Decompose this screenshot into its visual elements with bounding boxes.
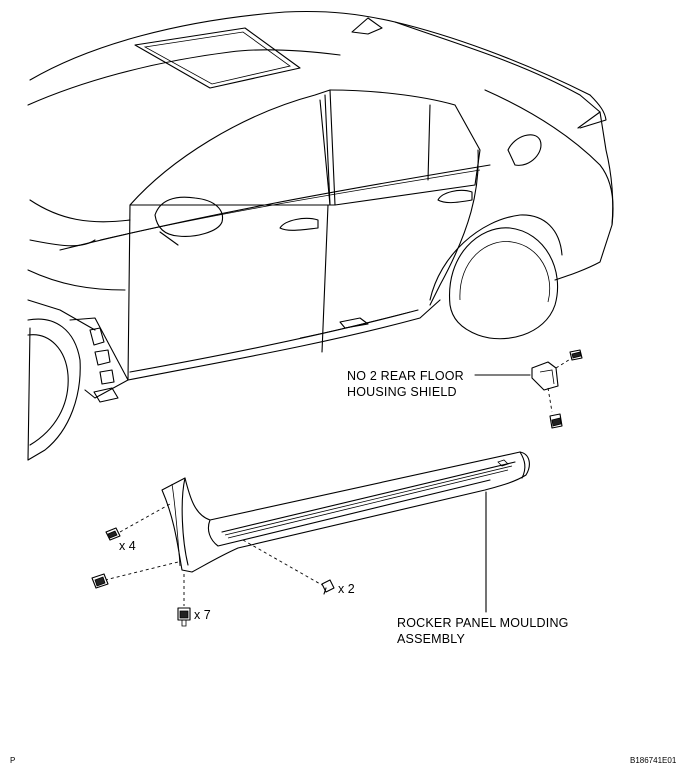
upper-clip bbox=[105, 503, 171, 541]
lower-clip-quantity: x 7 bbox=[194, 608, 211, 622]
bottom-clip bbox=[177, 574, 191, 627]
moulding-label-line1: ROCKER PANEL MOULDING bbox=[397, 616, 569, 630]
screw bbox=[242, 539, 335, 595]
lower-clip bbox=[91, 561, 179, 589]
rear-floor-housing-shield bbox=[531, 357, 573, 413]
upper-clip-quantity: x 4 bbox=[119, 539, 136, 553]
shield-label: NO 2 REAR FLOOR HOUSING SHIELD bbox=[347, 368, 464, 400]
vehicle-outline bbox=[27, 10, 614, 461]
rocker-panel-moulding bbox=[161, 451, 530, 573]
shield-label-line2: HOUSING SHIELD bbox=[347, 385, 457, 399]
moulding-label: ROCKER PANEL MOULDING ASSEMBLY bbox=[397, 615, 569, 647]
footer-left-code: P bbox=[10, 756, 16, 765]
screw-quantity: x 2 bbox=[338, 582, 355, 596]
moulding-label-line2: ASSEMBLY bbox=[397, 632, 466, 646]
figure-id: B186741E01 bbox=[630, 756, 677, 765]
shield-clip-lower bbox=[549, 413, 563, 429]
shield-clip-upper bbox=[569, 349, 583, 361]
shield-label-line1: NO 2 REAR FLOOR bbox=[347, 369, 464, 383]
